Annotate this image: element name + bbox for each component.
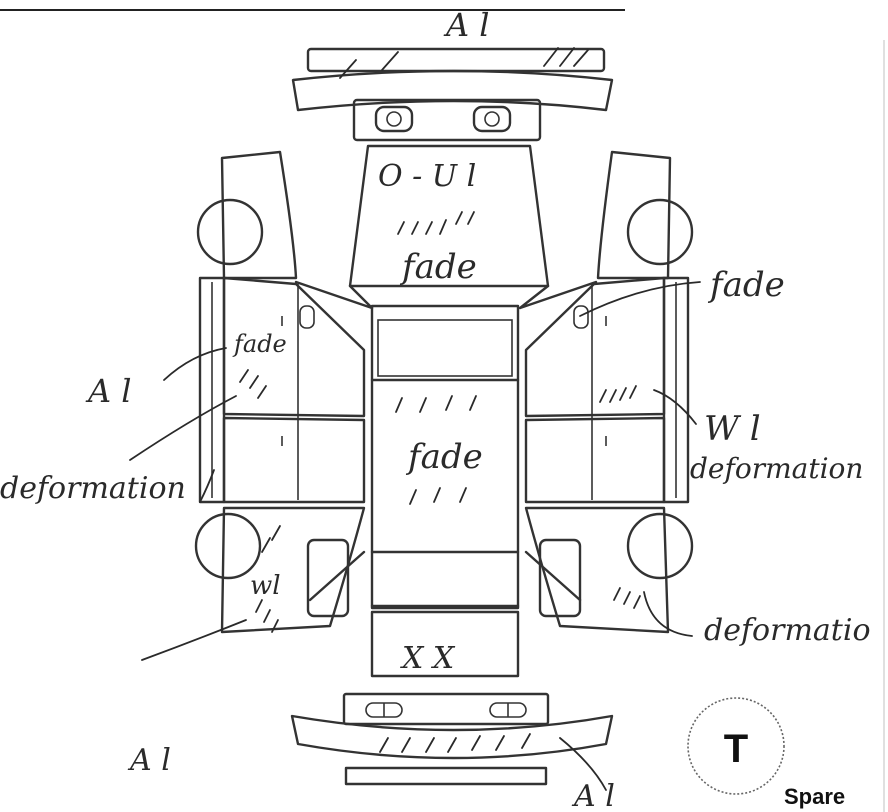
left-door-fade-annotation: fade: [232, 330, 287, 358]
trunk-xx-annotation: X X: [400, 641, 456, 676]
rear-bumper-a1-annotation: A l: [571, 779, 615, 812]
right-door-fade-annotation: fade: [707, 265, 785, 305]
hood-fade-annotation: fade: [399, 247, 477, 287]
left-rear-a1-annotation: A l: [127, 743, 171, 778]
leader-lines: [129, 281, 701, 791]
spare-tire-badge: T Spare: [687, 697, 845, 809]
front-grille: [352, 98, 542, 142]
hatch-marks: [239, 47, 641, 753]
roof: [308, 304, 582, 610]
rear-bumper: [290, 714, 614, 786]
a-pillars: [294, 280, 598, 310]
front-bumper-annotation: A l: [443, 6, 490, 44]
right-deformation-annotation: deformation: [690, 452, 863, 485]
left-deformation-annotation: deformation: [0, 471, 186, 506]
left-door-a1-annotation: A l: [85, 372, 132, 410]
trunk-lid: [370, 610, 520, 678]
spare-symbol: T: [724, 727, 748, 771]
roof-fade-annotation: fade: [405, 437, 483, 477]
right-door-w1-annotation: W l: [704, 409, 761, 449]
spare-label: Spare: [784, 784, 845, 809]
right-rear-deformation-annotation: deformatio: [704, 613, 871, 648]
right-side-doors: [524, 276, 694, 580]
spare-tire-icon: [687, 697, 785, 795]
left-rear-w1-annotation: wl: [250, 571, 281, 601]
left-front-fender: [196, 150, 298, 280]
hood-code-annotation: O - U l: [378, 159, 476, 194]
left-side-doors: [194, 276, 366, 580]
front-bumper: [291, 47, 614, 112]
right-front-fender: [596, 150, 694, 280]
rear-panel: [342, 692, 550, 726]
